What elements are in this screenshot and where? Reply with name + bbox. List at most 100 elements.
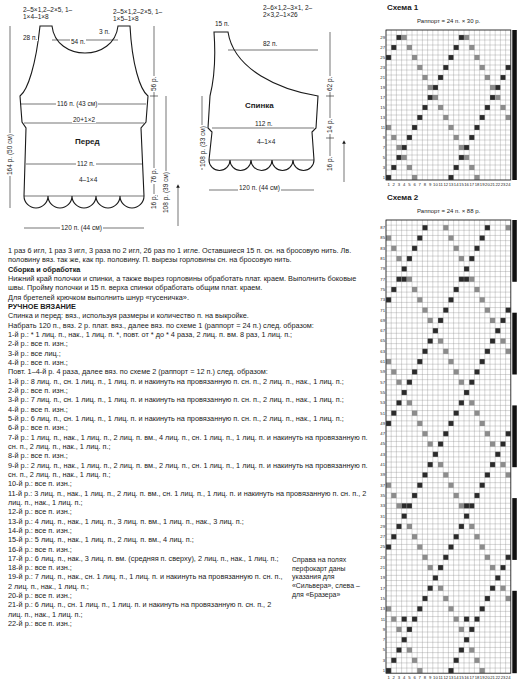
grid-line	[386, 492, 511, 493]
stitch-symbol	[417, 606, 422, 611]
grid-line	[386, 575, 511, 576]
grid-line	[386, 333, 511, 334]
instruction-text: 1-й р.: 8 лиц. п., сн. 1 лиц. п., 1 лиц.…	[8, 377, 370, 386]
stitch-symbol	[386, 544, 391, 549]
row-number: 15	[373, 105, 385, 110]
stitch-symbol	[433, 575, 438, 580]
stitch-symbol	[495, 452, 500, 457]
part-name: Перед	[74, 138, 101, 147]
grid-line	[386, 130, 511, 131]
dimension-label: 76 р.	[150, 168, 157, 184]
chart-repeat: Раппорт = 24 п. × 88 р.	[416, 208, 481, 215]
grid-line	[386, 266, 511, 267]
stitch-symbol	[485, 308, 490, 313]
stitch-symbol	[402, 277, 407, 282]
stitch-symbol	[448, 125, 453, 130]
stitch-symbol	[485, 105, 490, 110]
grid-line	[386, 120, 511, 121]
stitch-symbol	[454, 287, 459, 292]
stitch-symbol	[443, 65, 448, 70]
grid-line	[386, 565, 511, 566]
grid-line	[386, 256, 511, 257]
chart-grid	[386, 30, 517, 180]
knitting-charts	[386, 30, 517, 673]
grid-line	[386, 431, 511, 432]
stitch-symbol	[412, 287, 417, 292]
stitch-symbol	[433, 452, 438, 457]
column-number: 5	[407, 182, 412, 187]
stitch-symbol	[469, 256, 474, 261]
row-number: 27	[373, 45, 385, 50]
stitch-symbol	[386, 125, 391, 130]
dimension-label: 2–6×1,2–3×1, 2–2×3,2–1×26	[262, 4, 326, 18]
grid-line	[386, 276, 511, 277]
stitch-symbol	[448, 544, 453, 549]
instruction-text: 19-й р.: 7 лиц. п., нак., сн. 1 лиц. п.,…	[8, 572, 370, 591]
row-number: 3	[373, 165, 385, 170]
stitch-symbol	[417, 297, 422, 302]
column-number: 5	[407, 675, 412, 680]
stitch-symbol	[407, 503, 412, 508]
dimension-label: 2–5×1,2–2×5, 1–1×5–1×8	[112, 8, 168, 22]
stitch-symbol	[464, 503, 469, 508]
row-number: 77	[373, 277, 385, 282]
column-number: 12	[443, 182, 448, 187]
stitch-symbol	[500, 75, 505, 80]
stitch-symbol	[412, 411, 417, 416]
row-number: 41	[373, 462, 385, 467]
stitch-symbol	[407, 524, 412, 529]
dimension-label: 54 п.	[70, 38, 86, 45]
dimension-label: 112 п.	[76, 160, 96, 167]
grid-line	[386, 338, 511, 339]
column-number: 22	[495, 182, 500, 187]
stitch-symbol	[506, 308, 511, 313]
stitch-symbol	[386, 421, 391, 426]
stitch-symbol	[459, 627, 464, 632]
stitch-symbol	[438, 462, 443, 467]
stitch-symbol	[417, 359, 422, 364]
stitch-symbol	[396, 35, 401, 40]
stitch-symbol	[396, 503, 401, 508]
stitch-symbol	[474, 175, 479, 180]
grid-line	[386, 498, 511, 499]
stitch-symbol	[495, 328, 500, 333]
stitch-symbol	[500, 462, 505, 467]
instruction-text: 3-й р.: все лиц.;	[8, 349, 370, 358]
stitch-symbol	[407, 400, 412, 405]
instruction-text: 4-й р.: все п. изн.;	[8, 358, 370, 367]
column-number: 8	[422, 182, 427, 187]
stitch-symbol	[459, 400, 464, 405]
grid-line	[386, 343, 511, 344]
chart-border	[386, 30, 511, 180]
row-number: 5	[373, 647, 385, 652]
grid-line	[386, 508, 511, 509]
back-pattern	[208, 32, 318, 170]
stitch-symbol	[417, 235, 422, 240]
instruction-text: 20-й р.: все п. изн.;	[8, 591, 370, 600]
column-number: 11	[438, 182, 443, 187]
stitch-symbol	[433, 95, 438, 100]
stitch-symbol	[443, 596, 448, 601]
grid-line	[386, 50, 511, 51]
grid-line	[386, 105, 511, 106]
stitch-symbol	[386, 175, 391, 180]
instruction-text: 4-й р.: все п. изн.;	[8, 405, 370, 414]
grid-line	[386, 110, 511, 111]
grid-line	[386, 616, 511, 617]
stitch-symbol	[412, 175, 417, 180]
stitch-symbol	[422, 75, 427, 80]
stitch-symbol	[490, 586, 495, 591]
row-number: 39	[373, 472, 385, 477]
grid-line	[386, 55, 511, 56]
stitch-symbol	[500, 105, 505, 110]
stitch-symbol	[495, 95, 500, 100]
stitch-symbol	[480, 359, 485, 364]
row-number: 3	[373, 658, 385, 663]
stitch-symbol	[407, 256, 412, 261]
grid-line	[386, 668, 511, 669]
stitch-symbol	[402, 617, 407, 622]
column-number: 2	[391, 182, 396, 187]
stitch-symbol	[386, 55, 391, 60]
grid-line	[386, 384, 511, 385]
stitch-symbol	[443, 115, 448, 120]
